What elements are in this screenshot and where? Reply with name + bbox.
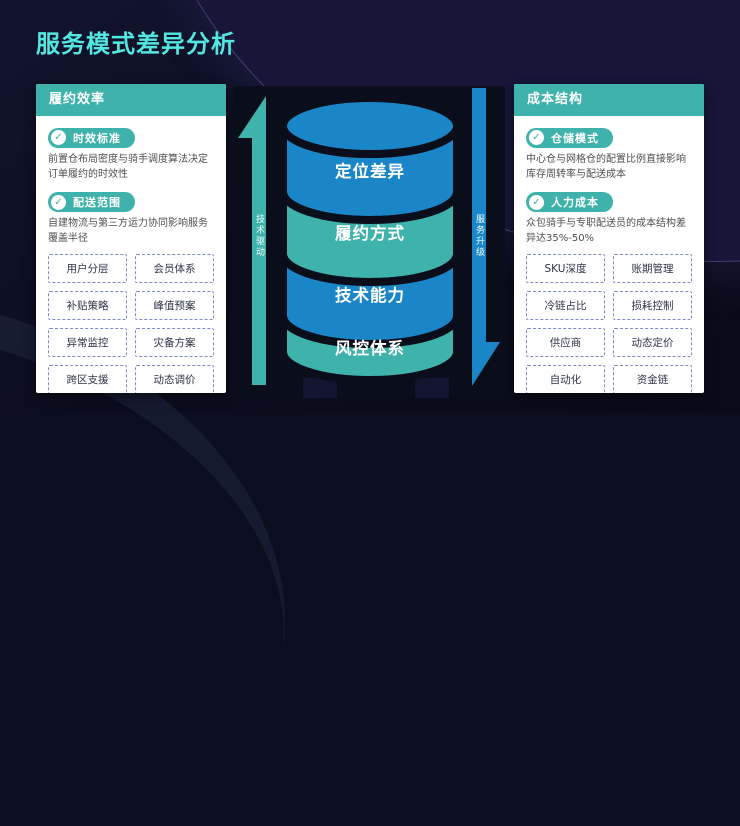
tag: 动态调价 (135, 365, 214, 393)
badge-label: 配送范围 (73, 196, 121, 209)
tag: 峰值预案 (135, 291, 214, 320)
tag: 动态定价 (613, 328, 692, 357)
cylinder-label-2: 履约方式 (335, 223, 405, 243)
section-description: 众包骑手与专职配送员的成本结构差异达35%-50% (526, 218, 686, 244)
cylinder-stack-diagram: 定位差异 履约方式 技术能力 风控体系 (233, 86, 505, 398)
cylinder-label-3: 技术能力 (335, 285, 405, 305)
tag: 会员体系 (135, 254, 214, 283)
cylinder-label-1: 定位差异 (335, 161, 405, 181)
up-arrow-icon (238, 96, 266, 385)
tag: 补贴策略 (48, 291, 127, 320)
down-arrow-icon (472, 88, 500, 386)
tag: 灾备方案 (135, 328, 214, 357)
tag-grid-right: SKU深度 账期管理 冷链占比 损耗控制 供应商 动态定价 自动化 资金链 (526, 254, 692, 393)
cylinder-band-4 (279, 315, 461, 384)
card-body-right: ✓ 仓储模式 中心仓与网格仓的配置比例直接影响库存周转率与配送成本 ✓ 人力成本… (514, 116, 704, 393)
badge-label: 时效标准 (73, 131, 121, 145)
badge-label: 仓储模式 (551, 131, 599, 145)
tag-grid-left: 用户分层 会员体系 补贴策略 峰值预案 异常监控 灾备方案 跨区支援 动态调价 (48, 254, 214, 393)
tag: 损耗控制 (613, 291, 692, 320)
tag: 跨区支援 (48, 365, 127, 393)
tag: 异常监控 (48, 328, 127, 357)
cost-structure-card: 成本结构 ✓ 仓储模式 中心仓与网格仓的配置比例直接影响库存周转率与配送成本 ✓… (514, 84, 704, 393)
fulfillment-efficiency-card: 履约效率 ✓ 时效标准 前置仓布局密度与骑手调度算法决定订单履约的时效性 ✓ 配… (36, 84, 226, 393)
cylinder-leg (303, 378, 337, 398)
tag: 自动化 (526, 365, 605, 393)
section-description: 前置仓布局密度与骑手调度算法决定订单履约的时效性 (48, 153, 208, 180)
badge-label: 人力成本 (551, 196, 599, 209)
check-icon: ✓ (529, 130, 544, 145)
page-title: 服务模式差异分析 (36, 30, 236, 58)
card-body-left: ✓ 时效标准 前置仓布局密度与骑手调度算法决定订单履约的时效性 ✓ 配送范围 自… (36, 116, 226, 393)
card-header-right: 成本结构 (514, 84, 704, 116)
check-icon: ✓ (529, 194, 544, 210)
card-header-left: 履约效率 (36, 84, 226, 116)
cylinder (279, 94, 461, 384)
tag: 冷链占比 (526, 291, 605, 320)
badge-labor-cost: ✓ 人力成本 (526, 192, 613, 212)
cylinder-leg (415, 378, 449, 398)
section-description: 中心仓与网格仓的配置比例直接影响库存周转率与配送成本 (526, 153, 686, 180)
section-description: 自建物流与第三方运力协同影响服务覆盖半径 (48, 218, 208, 244)
cylinder-label-4: 风控体系 (335, 338, 405, 358)
tag: 用户分层 (48, 254, 127, 283)
tag: 供应商 (526, 328, 605, 357)
up-arrow-label: 技术驱动 (254, 214, 264, 258)
check-icon: ✓ (51, 130, 66, 145)
tag: 账期管理 (613, 254, 692, 283)
badge-warehouse-model: ✓ 仓储模式 (526, 127, 613, 148)
tag: SKU深度 (526, 254, 605, 283)
tag: 资金链 (613, 365, 692, 393)
check-icon: ✓ (51, 194, 66, 210)
down-arrow-label: 服务升级 (474, 214, 484, 258)
cylinder-top-face (279, 94, 461, 158)
badge-delivery-range: ✓ 配送范围 (48, 192, 135, 212)
badge-time-standard: ✓ 时效标准 (48, 127, 135, 148)
